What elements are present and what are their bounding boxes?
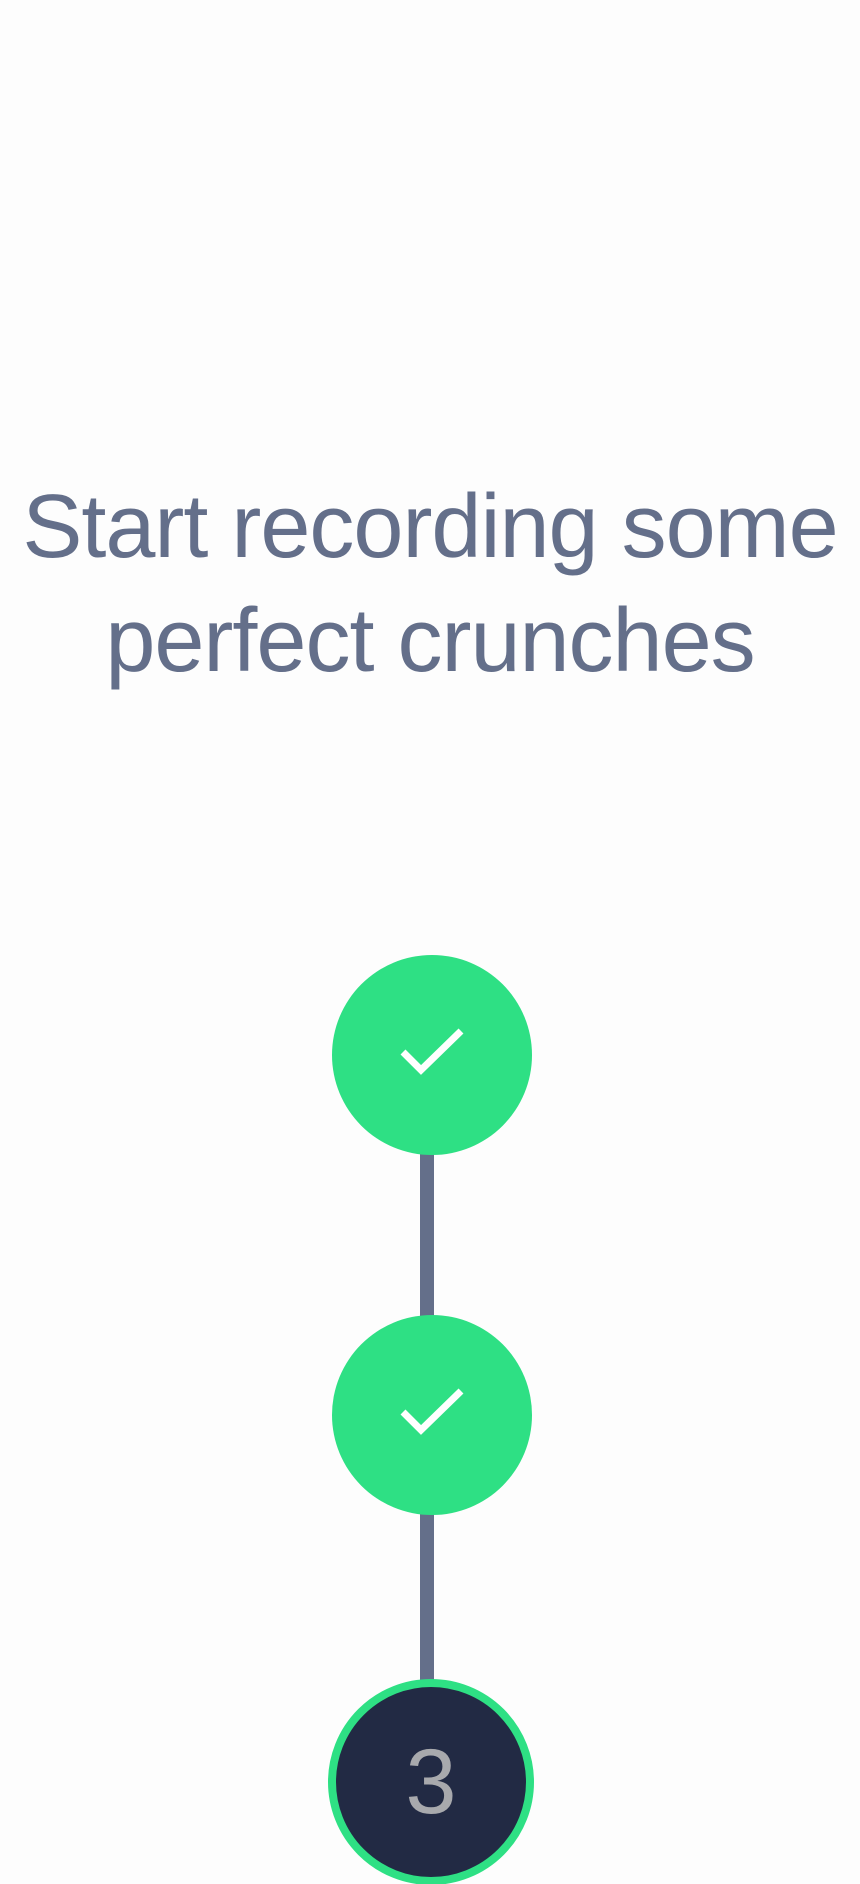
instruction-heading: Start recording some perfect crunches [0,470,860,698]
step-1-completed [332,955,532,1155]
instruction-heading-line-1: Start recording some [22,477,838,577]
check-icon [397,1027,467,1083]
instruction-heading-line-2: perfect crunches [105,591,755,691]
step-2-completed [332,1315,532,1515]
step-connector-1-2 [420,1150,434,1322]
step-3-current: 3 [328,1679,534,1884]
step-3-number: 3 [405,1731,457,1833]
step-connector-2-3 [420,1510,434,1686]
check-icon [397,1387,467,1443]
